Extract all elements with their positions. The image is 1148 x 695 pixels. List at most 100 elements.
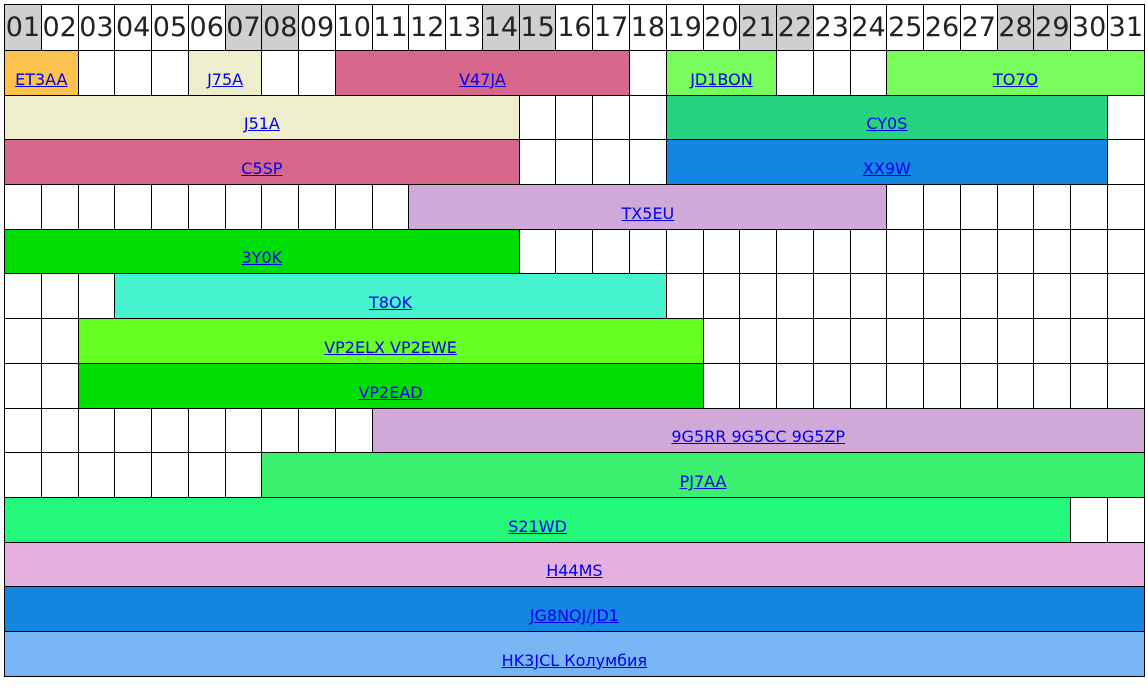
- empty-day-cell: [812, 50, 851, 96]
- empty-day-cell: [776, 228, 814, 275]
- event-link[interactable]: V47JA: [459, 69, 506, 89]
- calendar-row: S21WD: [3, 496, 1145, 543]
- event-link[interactable]: XX9W: [862, 159, 911, 179]
- empty-day-cell: [665, 273, 704, 320]
- empty-day-cell: [40, 362, 79, 409]
- day-header: 04: [114, 4, 153, 51]
- event-link[interactable]: JD1BON: [690, 69, 753, 89]
- event-bar: H44MS: [4, 541, 1145, 588]
- day-header: 15: [518, 4, 557, 51]
- event-bar: J75A: [187, 50, 263, 96]
- empty-day-cell: [518, 228, 557, 275]
- event-link[interactable]: J75A: [207, 69, 244, 89]
- empty-day-cell: [739, 318, 778, 364]
- calendar-row: T8OK: [4, 273, 1145, 320]
- event-link[interactable]: TO7O: [992, 69, 1039, 89]
- event-bar: C5SP: [4, 139, 520, 186]
- empty-day-cell: [40, 273, 79, 320]
- empty-day-cell: [555, 94, 594, 141]
- day-header: 31: [1106, 4, 1145, 51]
- empty-day-cell: [224, 452, 263, 498]
- event-link[interactable]: CY0S: [866, 114, 908, 134]
- empty-day-cell: [959, 228, 998, 275]
- event-bar: 9G5RR 9G5CC 9G5ZP: [371, 407, 1145, 454]
- event-bar: ET3AA: [4, 50, 79, 96]
- empty-day-cell: [1106, 139, 1145, 186]
- event-bar: JG8NQJ/JD1: [4, 586, 1145, 632]
- empty-day-cell: [959, 184, 998, 230]
- empty-day-cell: [1070, 362, 1108, 409]
- empty-day-cell: [1106, 318, 1145, 364]
- empty-day-cell: [629, 228, 667, 275]
- empty-day-cell: [776, 273, 814, 320]
- empty-day-cell: [1033, 318, 1072, 364]
- event-link[interactable]: HK3JCL Колумбия: [501, 650, 648, 670]
- empty-day-cell: [812, 362, 851, 409]
- empty-day-cell: [996, 273, 1035, 320]
- event-bar: 3Y0K: [4, 228, 520, 275]
- empty-day-cell: [298, 50, 336, 96]
- calendar-row: JG8NQJ/JD1: [4, 586, 1145, 632]
- calendar-row: PJ7AA: [4, 452, 1145, 498]
- empty-day-cell: [40, 407, 79, 454]
- empty-day-cell: [555, 228, 594, 275]
- event-link[interactable]: C5SP: [241, 159, 283, 179]
- empty-day-cell: [923, 273, 961, 320]
- event-link[interactable]: 3Y0K: [241, 248, 283, 268]
- event-link[interactable]: PJ7AA: [679, 471, 727, 491]
- empty-day-cell: [40, 318, 79, 364]
- event-link[interactable]: VP2ELX VP2EWE: [324, 337, 457, 357]
- empty-day-cell: [849, 228, 888, 275]
- calendar-row: 9G5RR 9G5CC 9G5ZP: [4, 407, 1145, 454]
- empty-day-cell: [1033, 362, 1072, 409]
- empty-day-cell: [849, 362, 888, 409]
- empty-day-cell: [114, 407, 153, 454]
- empty-day-cell: [776, 318, 814, 364]
- day-header: 16: [555, 4, 594, 51]
- day-header: 23: [812, 4, 851, 51]
- day-header: 28: [996, 4, 1035, 51]
- event-link[interactable]: JG8NQJ/JD1: [529, 605, 619, 625]
- empty-day-cell: [923, 318, 961, 364]
- day-header: 20: [702, 4, 741, 51]
- empty-day-cell: [4, 362, 42, 409]
- day-header: 21: [739, 4, 778, 51]
- day-header: 13: [445, 4, 483, 51]
- event-link[interactable]: S21WD: [508, 516, 567, 536]
- event-link[interactable]: VP2EAD: [358, 382, 423, 402]
- event-link[interactable]: H44MS: [546, 561, 603, 581]
- day-header: 22: [776, 4, 814, 51]
- event-bar: VP2EAD: [77, 362, 704, 409]
- event-link[interactable]: TX5EU: [621, 203, 675, 223]
- day-header: 19: [665, 4, 704, 51]
- event-link[interactable]: J51A: [243, 114, 280, 134]
- empty-day-cell: [1070, 496, 1108, 543]
- event-bar: V47JA: [334, 50, 631, 96]
- day-header: 01: [4, 4, 42, 51]
- empty-day-cell: [4, 452, 42, 498]
- event-link[interactable]: 9G5RR 9G5CC 9G5ZP: [671, 427, 846, 447]
- event-link[interactable]: T8OK: [369, 293, 413, 313]
- calendar-row: VP2ELX VP2EWE: [4, 318, 1145, 364]
- empty-day-cell: [996, 228, 1035, 275]
- event-bar: CY0S: [665, 94, 1108, 141]
- empty-day-cell: [996, 318, 1035, 364]
- empty-day-cell: [1106, 496, 1145, 543]
- empty-day-cell: [812, 273, 851, 320]
- event-link[interactable]: ET3AA: [15, 69, 68, 89]
- calendar-row: 3Y0K: [4, 228, 1145, 275]
- empty-day-cell: [629, 50, 667, 96]
- day-header: 30: [1070, 4, 1108, 51]
- calendar-row: J51A CY0S: [4, 94, 1145, 141]
- empty-day-cell: [224, 407, 263, 454]
- empty-day-cell: [923, 184, 961, 230]
- day-header: 14: [481, 4, 520, 51]
- empty-day-cell: [1070, 273, 1108, 320]
- empty-day-cell: [77, 407, 116, 454]
- empty-day-cell: [1106, 362, 1145, 409]
- empty-day-cell: [959, 273, 998, 320]
- empty-day-cell: [886, 362, 925, 409]
- empty-day-cell: [1070, 318, 1108, 364]
- empty-day-cell: [518, 94, 557, 141]
